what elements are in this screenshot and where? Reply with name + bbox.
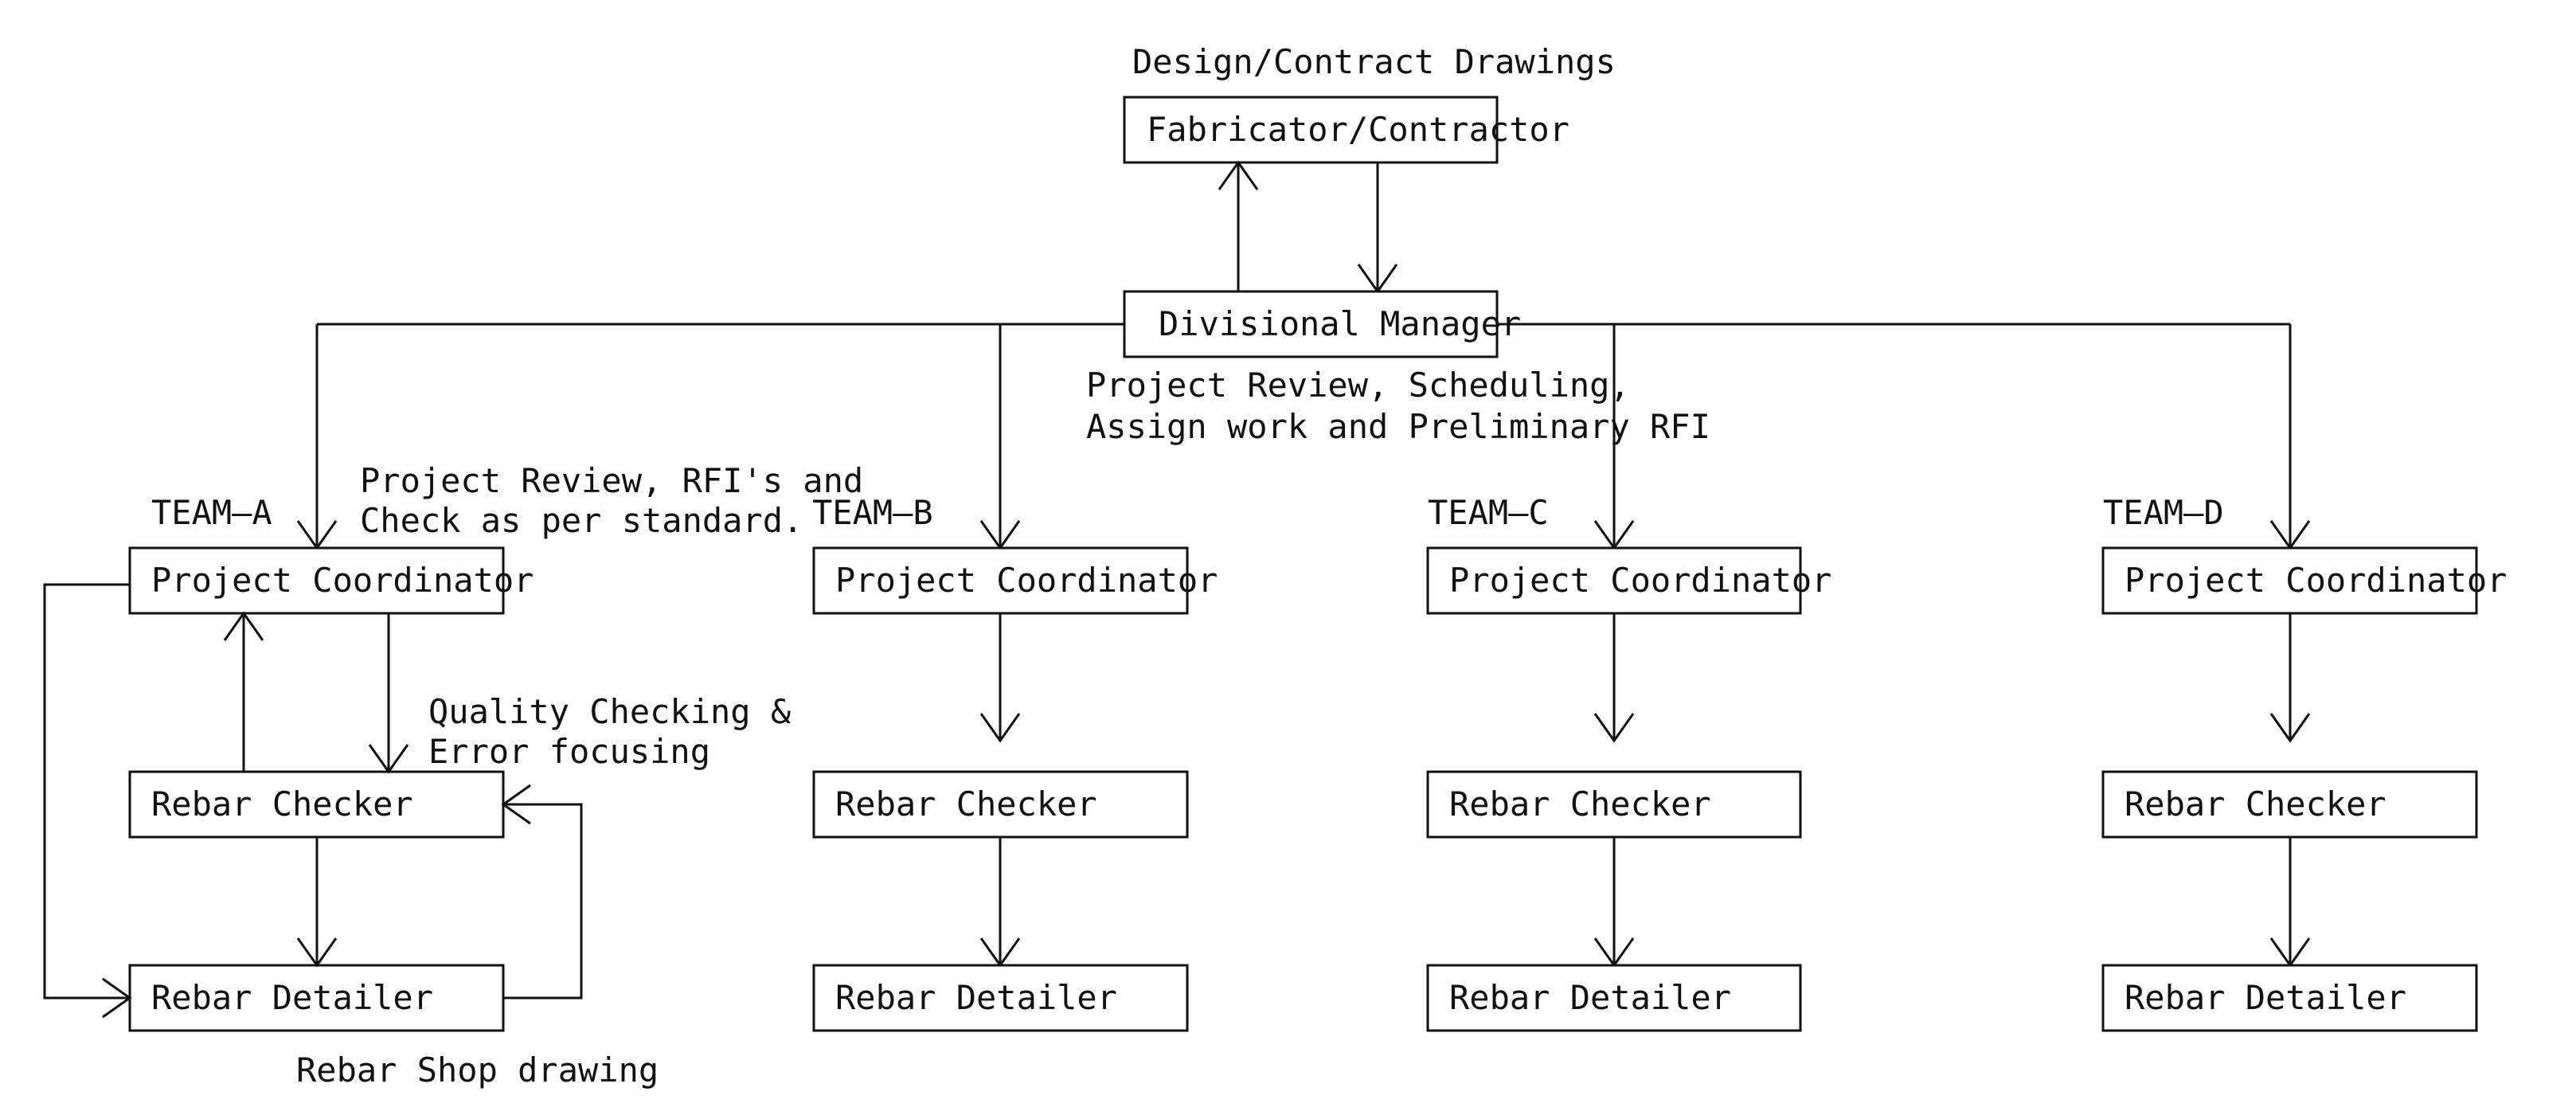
manager-box: Divisional Manager [1123, 290, 1521, 358]
team-d-checker-box [2101, 770, 2478, 839]
team-b-checker-box [812, 770, 1189, 839]
team-a-review-note-line2: Check as per standard. [360, 501, 803, 540]
team-d-detailer-box [2101, 964, 2478, 1032]
team-d: TEAM–D Project Coordinator Rebar Checker… [2101, 493, 2507, 1032]
team-c-label: TEAM–C [1428, 493, 1549, 532]
arrow-fabricator-to-manager [1357, 162, 1398, 294]
distribution-bus [296, 323, 2311, 550]
team-c-coordinator-label: Project Coordinator [1449, 561, 1831, 600]
team-d-label: TEAM–D [2103, 493, 2224, 532]
team-d-coordinator-box [2101, 546, 2478, 615]
team-a-review-note-line1: Project Review, RFI's and [360, 461, 863, 500]
manager-note-line2: Assign work and Preliminary RFI [1086, 407, 1710, 446]
design-drawings-label: Design/Contract Drawings [1132, 42, 1616, 81]
team-b: TEAM–B Project Coordinator Rebar Checker… [812, 493, 1218, 1032]
arrow-manager-to-fabricator [1218, 160, 1259, 291]
team-b-checker-label: Rebar Checker [835, 784, 1097, 824]
team-a-detailer-label: Rebar Detailer [151, 978, 433, 1017]
team-c-checker-box [1426, 770, 1802, 839]
team-b-coordinator-label: Project Coordinator [835, 561, 1218, 600]
team-a-checker-label: Rebar Checker [151, 784, 413, 824]
fabricator-box: Fabricator/Contractor [1123, 96, 1569, 164]
fabricator-label: Fabricator/Contractor [1147, 110, 1569, 149]
team-d-detailer-label: Rebar Detailer [2125, 978, 2406, 1017]
team-d-checker-label: Rebar Checker [2125, 784, 2386, 824]
manager-note-line1: Project Review, Scheduling, [1086, 366, 1630, 405]
manager-label: Divisional Manager [1159, 304, 1521, 343]
team-b-detailer-box [812, 964, 1189, 1032]
team-a-shop-drawing-note: Rebar Shop drawing [296, 1051, 659, 1090]
team-c-checker-label: Rebar Checker [1449, 784, 1711, 824]
team-c-coordinator-box [1426, 546, 1802, 615]
team-b-label: TEAM–B [812, 493, 933, 532]
team-a-detailer-box [128, 964, 505, 1032]
team-a-label: TEAM–A [151, 493, 272, 532]
team-c-detailer-label: Rebar Detailer [1449, 978, 1731, 1017]
team-d-coordinator-label: Project Coordinator [2125, 561, 2507, 600]
team-c: TEAM–C Project Coordinator Rebar Checker… [1426, 493, 1831, 1032]
team-a: TEAM–A Project Review, RFI's and Check a… [43, 461, 863, 1090]
team-a-coordinator-label: Project Coordinator [151, 561, 534, 600]
team-a-quality-note-line2: Error focusing [428, 732, 710, 771]
team-b-detailer-label: Rebar Detailer [835, 978, 1117, 1017]
team-a-quality-note-line1: Quality Checking & [428, 692, 792, 731]
team-a-checker-box [128, 770, 505, 839]
team-c-detailer-box [1426, 964, 1802, 1032]
team-a-coordinator-box [128, 546, 505, 615]
